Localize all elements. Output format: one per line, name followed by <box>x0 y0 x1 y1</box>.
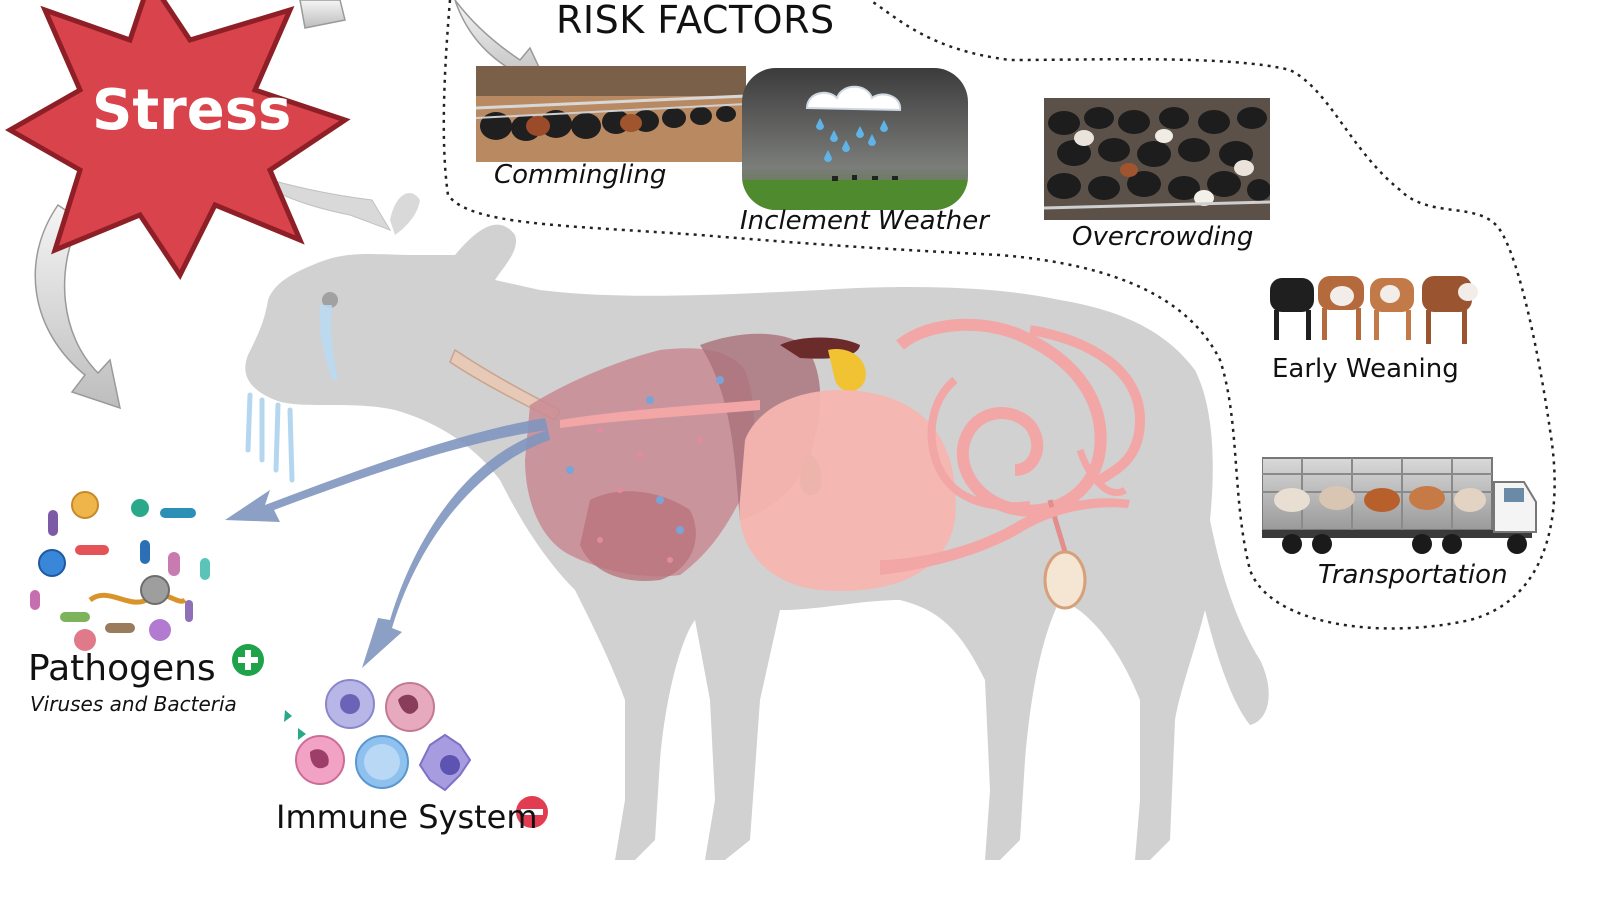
photo-commingling <box>476 66 746 162</box>
risk-factors-title: RISK FACTORS <box>556 0 835 42</box>
risk-factor-overcrowding: Overcrowding <box>1072 222 1254 252</box>
arrow-to-immune-system <box>362 430 550 668</box>
pathogen-cluster <box>30 491 210 651</box>
pathogens-title: Pathogens <box>28 648 216 689</box>
stress-starburst <box>4 0 351 280</box>
risk-factor-early-weaning: Early Weaning <box>1272 354 1459 384</box>
risk-factor-transportation: Transportation <box>1318 560 1508 590</box>
photo-overcrowding <box>1044 98 1270 220</box>
minus-icon <box>516 796 548 828</box>
pathogens-subtitle: Viruses and Bacteria <box>30 692 237 716</box>
digestive-tract <box>560 318 1146 610</box>
stress-label: Stress <box>92 78 292 143</box>
fat-gland <box>828 349 866 392</box>
photo-early-weaning <box>1262 266 1490 354</box>
photo-inclement-weather <box>742 68 968 210</box>
plus-icon <box>232 644 264 676</box>
arrow-to-pathogens <box>225 418 548 522</box>
curved-arrow-left <box>34 203 122 410</box>
photo-transportation <box>1262 452 1542 562</box>
risk-factor-inclement-weather: Inclement Weather <box>740 206 989 236</box>
curved-arrow-top <box>299 0 346 29</box>
risk-factor-commingling: Commingling <box>494 160 667 190</box>
immune-cell-cluster <box>284 679 472 792</box>
immune-system-title: Immune System <box>276 798 538 836</box>
